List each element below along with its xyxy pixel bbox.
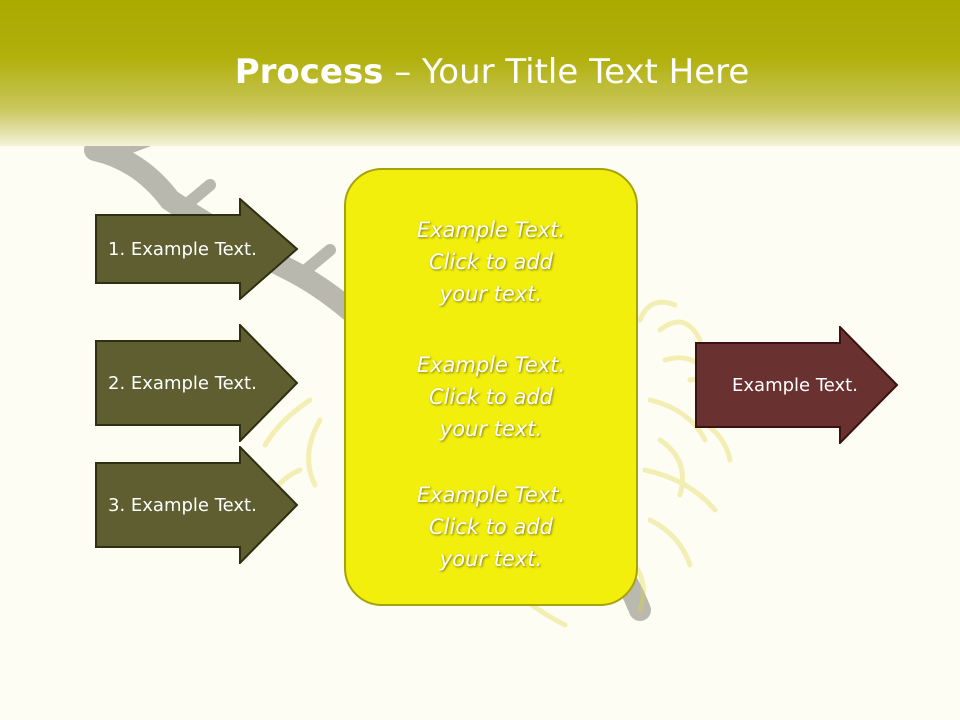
- center-line: Click to add: [428, 515, 553, 539]
- process-arrow-2[interactable]: 2. Example Text.: [95, 324, 299, 442]
- arrow-label: 1. Example Text.: [108, 238, 257, 260]
- output-arrow[interactable]: Example Text.: [695, 326, 899, 444]
- process-arrow-3[interactable]: 3. Example Text.: [95, 446, 299, 564]
- center-line: Click to add: [428, 385, 553, 409]
- arrow-shape: [95, 324, 299, 442]
- center-line: Example Text.: [416, 483, 566, 507]
- center-text-box[interactable]: Example Text. Click to add your text. Ex…: [344, 168, 638, 606]
- title-bar: Process – Your Title Text Here: [0, 0, 960, 146]
- arrow-label: 2. Example Text.: [108, 372, 257, 394]
- title-bold: Process: [234, 52, 384, 92]
- center-block-1: Example Text. Click to add your text.: [346, 214, 636, 310]
- center-line: Example Text.: [416, 353, 566, 377]
- center-block-3: Example Text. Click to add your text.: [346, 479, 636, 575]
- center-line: your text.: [439, 282, 543, 306]
- center-line: Click to add: [428, 250, 553, 274]
- arrow-shape: [95, 198, 299, 300]
- title-rest: – Your Title Text Here: [383, 52, 750, 92]
- slide-title[interactable]: Process – Your Title Text Here: [0, 52, 960, 92]
- arrow-shape: [695, 326, 899, 444]
- arrow-shape: [95, 446, 299, 564]
- arrow-label: 3. Example Text.: [108, 494, 257, 516]
- center-line: your text.: [439, 417, 543, 441]
- center-line: Example Text.: [416, 218, 566, 242]
- center-line: your text.: [439, 547, 543, 571]
- arrow-label: Example Text.: [732, 374, 858, 396]
- center-block-2: Example Text. Click to add your text.: [346, 349, 636, 445]
- process-arrow-1[interactable]: 1. Example Text.: [95, 198, 299, 300]
